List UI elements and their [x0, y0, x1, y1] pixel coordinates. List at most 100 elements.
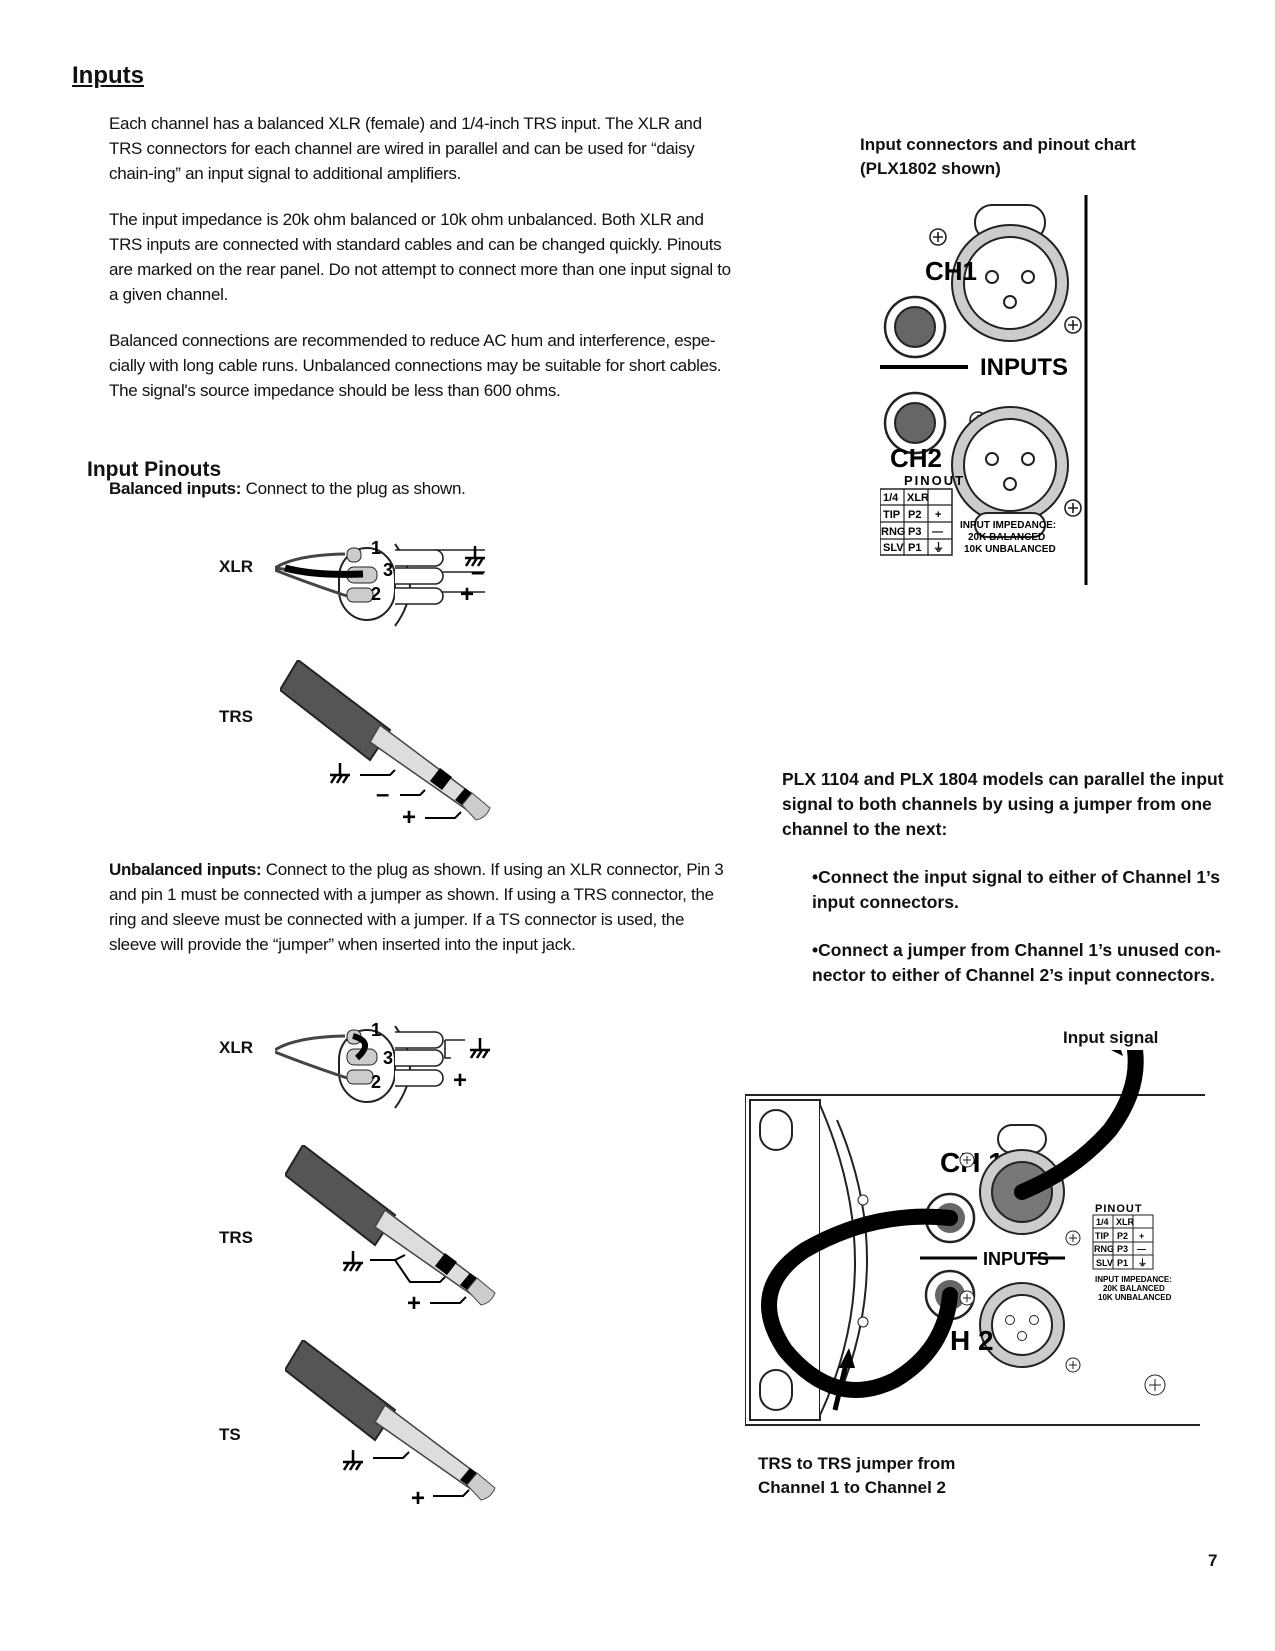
- pinout-cell: TIP: [1095, 1231, 1109, 1241]
- minus-symbol: –: [471, 559, 484, 586]
- xlr-pin-1: 1: [371, 540, 381, 558]
- screw-icon: [1144, 1374, 1166, 1396]
- plus-symbol: +: [411, 1485, 425, 1512]
- impedance-line-3: 10K UNBALANCED: [964, 544, 1056, 555]
- ground-symbol-icon: [469, 1038, 490, 1059]
- pinout-cell: SLV: [883, 542, 904, 554]
- pinout-cell: P2: [908, 509, 921, 521]
- screw-icon: [929, 228, 947, 246]
- ch2-label: CH2: [890, 443, 942, 473]
- intro-paragraph-1: Each channel has a balanced XLR (female)…: [109, 114, 702, 183]
- pinout-cell: 1/4: [1096, 1217, 1109, 1227]
- unbalanced-inputs-text: Unbalanced inputs: Connect to the plug a…: [109, 857, 734, 957]
- xlr-pin-1: 1: [371, 1022, 381, 1040]
- balanced-trs-diagram: – +: [280, 660, 491, 831]
- xlr-pin-2: 2: [371, 584, 381, 604]
- xlr-jack-ch2-icon: [979, 1282, 1065, 1368]
- trs-jack-ch1-icon: [883, 295, 947, 359]
- arrow-icon: [832, 1348, 855, 1411]
- xlr-pin-3: 3: [383, 560, 393, 580]
- screw-icon: [959, 1152, 975, 1168]
- pinout-cell: —: [932, 526, 943, 538]
- label-xlr-balanced: XLR: [219, 557, 253, 576]
- xlr-jack-ch2-icon: [951, 406, 1069, 538]
- pinout-cell: +: [935, 509, 941, 521]
- impedance-line-1: INPUT IMPEDANCE:: [1095, 1275, 1172, 1284]
- section-heading-input-pinouts: Input Pinouts: [87, 458, 222, 481]
- input-signal-cable-icon: [1014, 1050, 1144, 1200]
- pinout-cell: XLR: [907, 492, 929, 504]
- intro-paragraph-2: The input impedance is 20k ohm balanced …: [109, 210, 731, 304]
- ground-symbol-icon: [342, 1450, 363, 1471]
- pinout-cell: ⏚: [933, 541, 944, 554]
- jumper-cable-icon: [761, 1208, 958, 1398]
- unbalanced-inputs-body: Connect to the plug as shown. If using a…: [109, 860, 724, 954]
- pinout-cell: P1: [908, 542, 921, 554]
- plus-symbol: +: [402, 804, 416, 831]
- jumper-caption: TRS to TRS jumper from Channel 1 to Chan…: [758, 1454, 956, 1497]
- ground-symbol-icon: [342, 1251, 363, 1272]
- unbalanced-inputs-lead: Unbalanced inputs:: [109, 860, 262, 879]
- impedance-line-1: INPUT IMPEDANCE:: [960, 520, 1056, 531]
- trs-jack-ch2-icon: [883, 391, 947, 455]
- ch1-label: CH1: [925, 256, 977, 286]
- trs-plug-icon: [285, 1145, 496, 1306]
- inputs-label: INPUTS: [980, 354, 1068, 381]
- screw-icon: [1064, 316, 1082, 334]
- pinout-cell: 1/4: [883, 492, 899, 504]
- ch2-label: H 2: [950, 1325, 994, 1356]
- input-panel-figure: CH1 INPUTS CH2 PINOUT 1/4 XLR TIP P2 + R…: [880, 195, 1088, 585]
- screw-icon: [1064, 499, 1082, 517]
- pinout-cell: P3: [908, 526, 921, 538]
- plus-symbol: +: [460, 581, 474, 608]
- panel-figure-caption: Input connectors and pinout chart (PLX18…: [860, 135, 1136, 178]
- plus-symbol: +: [453, 1067, 467, 1094]
- pinout-cell: SLV: [1096, 1258, 1113, 1268]
- label-trs-unbalanced: TRS: [219, 1228, 253, 1247]
- arrow-icon: [1111, 1050, 1123, 1056]
- pinout-cell: —: [1137, 1244, 1146, 1254]
- xlr-jack-ch1-icon: [951, 204, 1069, 342]
- page-number: 7: [1208, 1551, 1218, 1570]
- pinout-cell: TIP: [883, 509, 900, 521]
- xlr-plug-body-icon: [275, 1025, 465, 1109]
- pinout-title: PINOUT: [1095, 1203, 1143, 1215]
- minus-symbol: –: [376, 781, 389, 808]
- xlr-pin-3: 3: [383, 1048, 393, 1068]
- balanced-xlr-diagram: 1 3 2 – +: [275, 540, 485, 627]
- trs-plug-icon: [280, 660, 491, 821]
- label-xlr-unbalanced: XLR: [219, 1038, 253, 1057]
- parallel-bullet-1: •Connect the input signal to either of C…: [812, 867, 1221, 912]
- inputs-label: INPUTS: [983, 1249, 1049, 1269]
- balanced-inputs-body: Connect to the plug as shown.: [241, 479, 466, 498]
- xlr-plug-body-icon: [275, 543, 485, 627]
- unbalanced-xlr-diagram: 1 3 2 +: [275, 1022, 490, 1109]
- intro-paragraph-3: Balanced connections are recommended to …: [109, 331, 722, 400]
- pinout-cell: P2: [1117, 1231, 1128, 1241]
- pinout-cell: +: [1139, 1231, 1144, 1241]
- ground-symbol-icon: [329, 763, 350, 784]
- page-title: Inputs: [72, 62, 144, 89]
- parallel-note: PLX 1104 and PLX 1804 models can paralle…: [782, 769, 1224, 839]
- pinout-cell: RNG: [1094, 1244, 1114, 1254]
- pinout-title: PINOUT: [904, 473, 965, 488]
- pinout-cell: XLR: [1116, 1217, 1135, 1227]
- pinout-cell: P1: [1117, 1258, 1128, 1268]
- impedance-line-3: 10K UNBALANCED: [1098, 1293, 1172, 1302]
- impedance-line-2: 20K BALANCED: [968, 532, 1045, 543]
- pinout-table: 1/4 XLR TIP P2 + RNG P3 — SLV P1 ⏚: [1092, 1214, 1154, 1270]
- balanced-inputs-lead: Balanced inputs:: [109, 479, 242, 498]
- pinout-cell: P3: [1117, 1244, 1128, 1254]
- parallel-bullet-2: •Connect a jumper from Channel 1’s unuse…: [812, 940, 1222, 985]
- plus-symbol: +: [407, 1290, 421, 1317]
- ts-plug-icon: [285, 1340, 496, 1501]
- pinout-cell: ⏚: [1138, 1258, 1147, 1268]
- ground-symbol-icon: [464, 546, 485, 567]
- input-signal-label: Input signal: [1063, 1028, 1159, 1047]
- pinout-table: 1/4 XLR TIP P2 + RNG P3 — SLV P1 ⏚: [880, 488, 953, 556]
- rear-panel-jumper-figure: CH 1 INPUTS H 2 PINOUT 1/4 XLR TIP P2 + …: [745, 1050, 1205, 1426]
- impedance-line-2: 20K BALANCED: [1103, 1284, 1165, 1293]
- label-trs-balanced: TRS: [219, 707, 253, 726]
- unbalanced-trs-diagram: +: [285, 1145, 496, 1317]
- balanced-inputs-text: Balanced inputs: Connect to the plug as …: [109, 476, 734, 501]
